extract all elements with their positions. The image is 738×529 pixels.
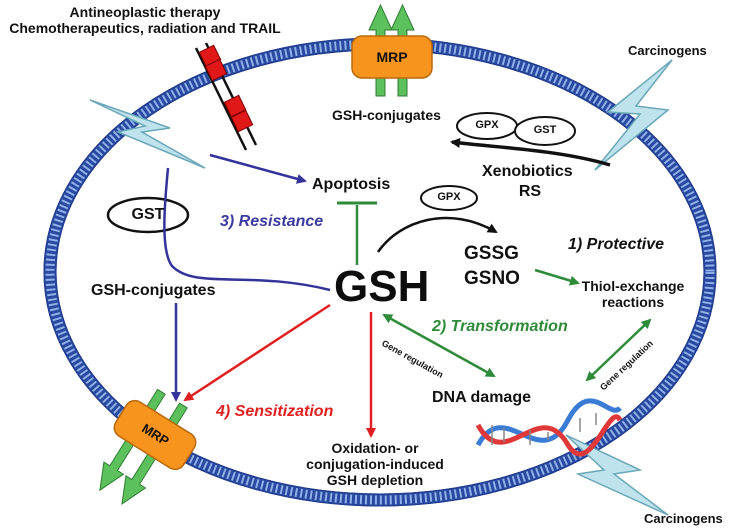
xenobiotics-label: Xenobiotics	[482, 163, 573, 180]
therapy-label: Antineoplastic therapy Chemotherapeutics…	[9, 4, 281, 37]
resistance-label: 3) Resistance	[220, 213, 324, 230]
sensitization-label: 4) Sensitization	[216, 403, 334, 420]
gst-oval-left	[106, 196, 190, 234]
gst-top-label: GST	[533, 124, 557, 136]
rs-label: RS	[518, 183, 542, 200]
lightning-bottom-right-icon	[565, 434, 669, 516]
gpx-center-label: GPX	[437, 191, 461, 203]
gsh-dna-bidirectional-arrow	[382, 313, 496, 378]
thiol-dna-bidirectional-arrow	[585, 318, 652, 382]
mrp-transporter-top	[351, 3, 433, 97]
gsh-depletion-label: Oxidation- or conjugation-induced GSH de…	[306, 440, 444, 489]
gsh-conjugates-top-label: GSH-conjugates	[332, 107, 441, 123]
gpx-oval-center	[420, 185, 478, 211]
therapy-receptor	[194, 42, 258, 151]
apoptosis-label: Apoptosis	[312, 176, 391, 193]
gpx-top-label: GPX	[475, 119, 499, 131]
lightning-top-right-icon	[594, 59, 673, 171]
xenobiotic-arrow	[450, 138, 611, 167]
lightning-left-icon	[89, 99, 206, 169]
gsh-to-conjugates-arrow	[163, 167, 331, 292]
apoptosis-inhibition	[337, 201, 377, 265]
gst-oval-top	[514, 116, 576, 146]
dna-helix-icon	[475, 398, 623, 457]
gpx-conversion-arrow	[376, 216, 498, 253]
thiol-exchange-label: Thiol-exchange reactions	[581, 278, 685, 311]
gsno-label: GSNO	[464, 268, 520, 289]
receptor-to-apoptosis-arrow	[209, 153, 307, 184]
gsh-to-mrp-arrow	[183, 303, 331, 402]
gsh-label: GSH	[334, 262, 430, 311]
gssg-label: GSSG	[464, 243, 519, 264]
dna-damage-label: DNA damage	[432, 389, 531, 406]
carcinogens-top-label: Carcinogens	[628, 43, 707, 58]
gsh-conjugates-left-label: GSH-conjugates	[91, 282, 216, 299]
protective-label: 1) Protective	[568, 236, 665, 253]
mrp-top-label: MRP	[376, 49, 408, 65]
gssg-to-thiol-arrow	[534, 268, 580, 286]
gst-left-label: GST	[131, 206, 165, 223]
mrp-transporter-bottom	[99, 388, 197, 506]
transformation-label: 2) Transformation	[432, 318, 568, 335]
carcinogens-bottom-label: Carcinogens	[644, 511, 723, 526]
